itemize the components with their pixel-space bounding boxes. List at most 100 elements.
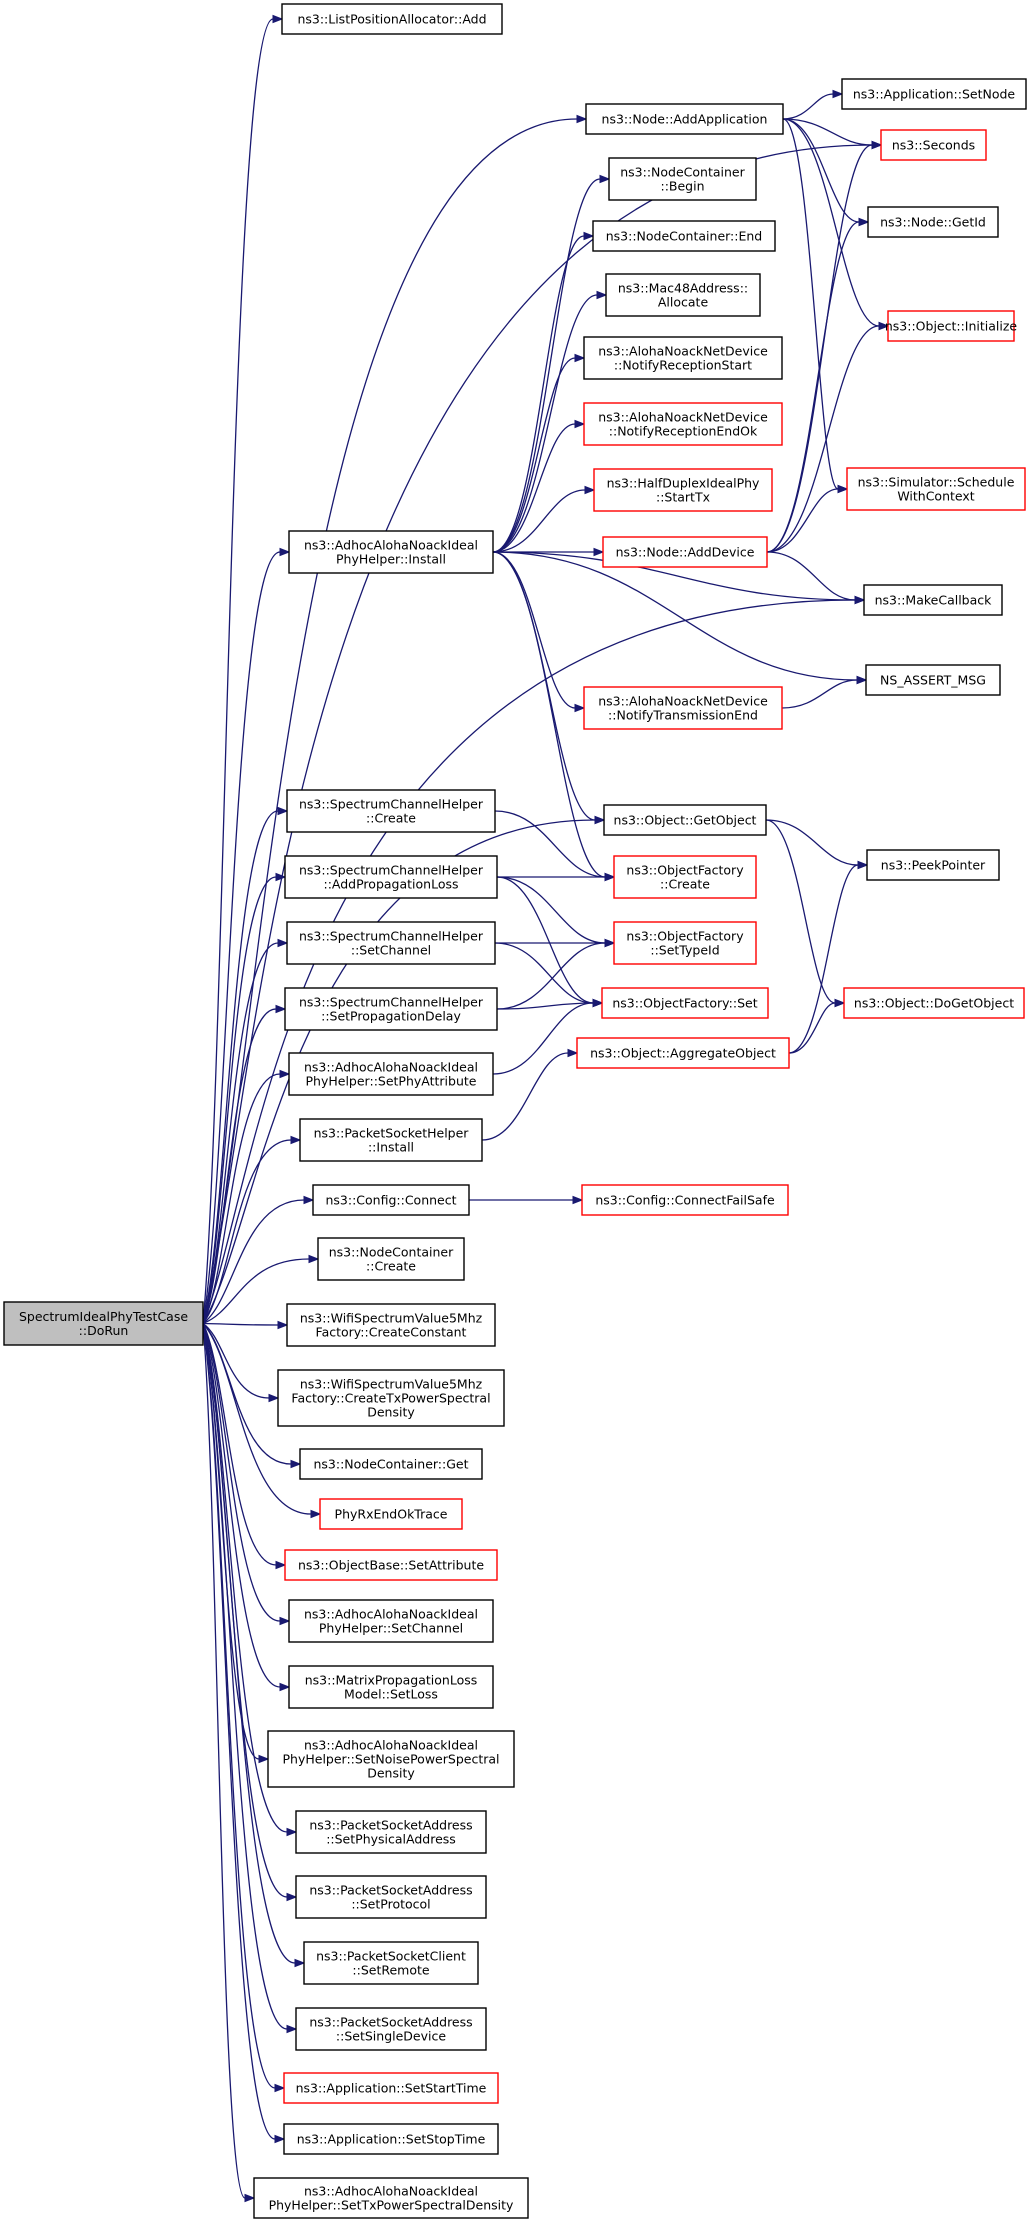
node-sch_setpropdelay[interactable]: ns3::SpectrumChannelHelper::SetPropagati… <box>284 987 498 1031</box>
node-label: ::SetChannel <box>351 943 431 958</box>
node-obj_getobject[interactable]: ns3::Object::GetObject <box>603 804 767 836</box>
edge-arrowhead <box>268 1393 280 1403</box>
edge-root-to-psh_install <box>202 1139 292 1324</box>
node-cfg_connect[interactable]: ns3::Config::Connect <box>312 1184 470 1216</box>
edge-arrowhead <box>274 2134 286 2144</box>
edge-helper_install-to-notify_txend <box>492 551 576 709</box>
edge-arrowhead <box>567 1048 579 1058</box>
node-peek_pointer[interactable]: ns3::PeekPointer <box>866 849 1000 881</box>
node-notify_rxendok[interactable]: ns3::AlohaNoackNetDevice::NotifyReceptio… <box>583 402 783 446</box>
node-label: ::StartTx <box>656 490 710 505</box>
edge-root-to-phyrx_trace <box>202 1323 312 1515</box>
node-ob_setattr[interactable]: ns3::ObjectBase::SetAttribute <box>284 1549 498 1581</box>
node-label: ns3::Seconds <box>892 138 975 153</box>
node-label: ::Create <box>660 877 710 892</box>
edge-notify_txend-to-ns_assert <box>781 679 858 709</box>
edge-arrowhead <box>308 1254 320 1264</box>
node-helper_install[interactable]: ns3::AdhocAlohaNoackIdealPhyHelper::Inst… <box>288 530 494 574</box>
node-seconds[interactable]: ns3::Seconds <box>880 129 987 161</box>
node-psa_setphys[interactable]: ns3::PacketSocketAddress::SetPhysicalAdd… <box>295 1810 487 1854</box>
edge-arrowhead <box>574 419 586 429</box>
node-wifi_createtxpsd[interactable]: ns3::WifiSpectrumValue5MhzFactory::Creat… <box>277 1369 505 1427</box>
node-app_setstart[interactable]: ns3::Application::SetStartTime <box>283 2072 499 2104</box>
edge-obj_getobject-to-obj_dogetobject <box>765 819 836 1004</box>
node-label: ns3::AdhocAlohaNoackIdeal <box>304 1738 478 1753</box>
node-label: ns3::Node::GetId <box>880 215 986 230</box>
node-sch_setchannel[interactable]: ns3::SpectrumChannelHelper::SetChannel <box>286 921 496 965</box>
node-label: ns3::PacketSocketAddress <box>309 2015 472 2030</box>
node-helper_setphyattr[interactable]: ns3::AdhocAlohaNoackIdealPhyHelper::SetP… <box>288 1052 494 1096</box>
node-box <box>286 1303 496 1347</box>
node-label: ::SetTypeId <box>650 943 719 958</box>
node-mac_alloc[interactable]: ns3::Mac48Address::Allocate <box>605 273 761 317</box>
edge-arrowhead <box>596 290 608 300</box>
edge-root-to-psa_setphys <box>202 1323 288 1833</box>
edge-arrowhead <box>576 114 588 124</box>
node-root[interactable]: SpectrumIdealPhyTestCase::DoRun <box>3 1301 204 1346</box>
edge-root-to-helper_settxpsd <box>202 1323 246 2199</box>
node-label: ns3::SpectrumChannelHelper <box>299 995 484 1010</box>
node-app_setnode[interactable]: ns3::Application::SetNode <box>841 78 1027 110</box>
node-label: ns3::SpectrumChannelHelper <box>299 929 484 944</box>
node-box <box>299 1448 483 1480</box>
node-node_adddevice[interactable]: ns3::Node::AddDevice <box>602 536 768 568</box>
node-label: ns3::MakeCallback <box>875 593 993 608</box>
edge-root-to-make_callback <box>202 599 856 1324</box>
edge-root-to-helper_setchannel <box>202 1323 281 1622</box>
node-psa_setproto[interactable]: ns3::PacketSocketAddress::SetProtocol <box>295 1875 487 1919</box>
node-box <box>283 2072 499 2104</box>
node-label: ns3::PacketSocketAddress <box>309 1818 472 1833</box>
node-box <box>283 2123 499 2155</box>
node-nc_end[interactable]: ns3::NodeContainer::End <box>592 220 776 252</box>
node-box <box>303 1941 479 1985</box>
edge-node_addapp-to-node_getid <box>782 118 860 223</box>
node-box <box>602 536 768 568</box>
node-node_getid[interactable]: ns3::Node::GetId <box>867 206 999 238</box>
node-box <box>585 103 784 135</box>
node-node_addapp[interactable]: ns3::Node::AddApplication <box>585 103 784 135</box>
edge-root-to-lpa_add <box>202 18 274 1324</box>
node-nc_create[interactable]: ns3::NodeContainer::Create <box>317 1237 465 1281</box>
node-cfg_connectfailsafe[interactable]: ns3::Config::ConnectFailSafe <box>581 1184 789 1216</box>
node-phyrx_trace[interactable]: PhyRxEndOkTrace <box>319 1498 463 1530</box>
node-obj_init[interactable]: ns3::Object::Initialize <box>885 310 1018 342</box>
node-nc_begin[interactable]: ns3::NodeContainer::Begin <box>608 157 757 201</box>
node-lpa_add[interactable]: ns3::ListPositionAllocator::Add <box>281 3 503 35</box>
node-psh_install[interactable]: ns3::PacketSocketHelper::Install <box>299 1118 483 1162</box>
node-nc_get[interactable]: ns3::NodeContainer::Get <box>299 1448 483 1480</box>
edge-arrowhead <box>599 174 611 184</box>
node-label: ::SetPhysicalAddress <box>326 1832 456 1847</box>
node-label: Density <box>367 1766 415 1781</box>
node-helper_settxpsd[interactable]: ns3::AdhocAlohaNoackIdealPhyHelper::SetT… <box>253 2177 529 2219</box>
node-of_settypeid[interactable]: ns3::ObjectFactory::SetTypeId <box>613 921 757 965</box>
node-label: ns3::PacketSocketAddress <box>309 1883 472 1898</box>
edge-helper_install-to-make_callback <box>492 551 856 601</box>
node-hd_starttx[interactable]: ns3::HalfDuplexIdealPhy::StartTx <box>593 468 773 512</box>
node-psa_setsingle[interactable]: ns3::PacketSocketAddress::SetSingleDevic… <box>295 2007 487 2051</box>
node-obj_dogetobject[interactable]: ns3::Object::DoGetObject <box>843 987 1025 1019</box>
node-box <box>841 78 1027 110</box>
node-make_callback[interactable]: ns3::MakeCallback <box>863 584 1003 616</box>
node-obj_aggregate[interactable]: ns3::Object::AggregateObject <box>576 1037 790 1069</box>
node-psc_setremote[interactable]: ns3::PacketSocketClient::SetRemote <box>303 1941 479 1985</box>
node-of_set[interactable]: ns3::ObjectFactory::Set <box>601 987 769 1019</box>
node-helper_setchannel[interactable]: ns3::AdhocAlohaNoackIdealPhyHelper::SetC… <box>288 1599 494 1643</box>
edge-helper_install-to-notify_rxstart <box>492 357 576 553</box>
node-app_setstop[interactable]: ns3::Application::SetStopTime <box>283 2123 499 2155</box>
node-notify_rxstart[interactable]: ns3::AlohaNoackNetDevice::NotifyReceptio… <box>583 336 783 380</box>
edge-root-to-mpl_setloss <box>202 1323 281 1688</box>
node-wifi_createconst[interactable]: ns3::WifiSpectrumValue5MhzFactory::Creat… <box>286 1303 496 1347</box>
node-of_create[interactable]: ns3::ObjectFactory::Create <box>613 855 757 899</box>
edge-arrowhead <box>303 1195 315 1205</box>
node-notify_txend[interactable]: ns3::AlohaNoackNetDevice::NotifyTransmis… <box>583 686 783 730</box>
node-sch_create[interactable]: ns3::SpectrumChannelHelper::Create <box>286 789 496 833</box>
node-ns_assert[interactable]: NS_ASSERT_MSG <box>865 664 1001 696</box>
edge-arrowhead <box>858 217 870 227</box>
node-label: ::DoRun <box>79 1323 129 1338</box>
node-sch_addprop[interactable]: ns3::SpectrumChannelHelper::AddPropagati… <box>284 855 498 899</box>
node-helper_setnoise[interactable]: ns3::AdhocAlohaNoackIdealPhyHelper::SetN… <box>267 1730 515 1788</box>
